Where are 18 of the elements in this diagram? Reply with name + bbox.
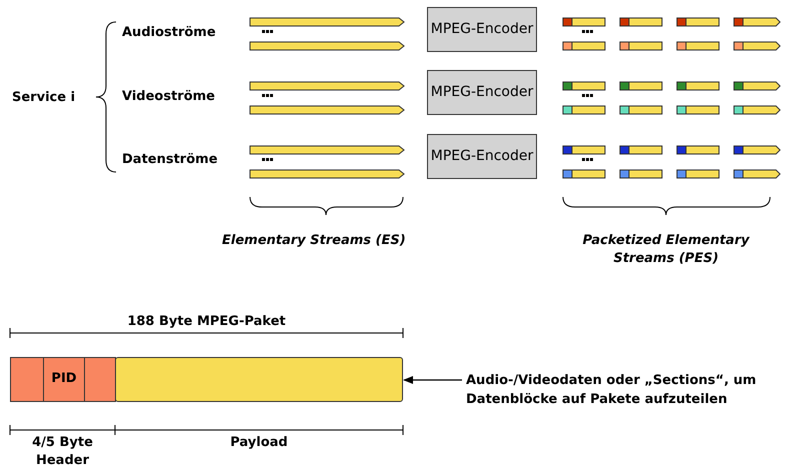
dimension-label: Payload	[229, 434, 289, 452]
dimension-label: 4/5 Byte Header	[31, 434, 94, 470]
dimension-label: 188 Byte MPEG-Paket	[126, 313, 287, 331]
payload-field	[115, 357, 403, 402]
leader-line	[403, 376, 462, 384]
encoder-box: MPEG-Encoder	[427, 70, 537, 115]
pid-field: PID	[43, 357, 85, 402]
service-label: Service i	[12, 89, 76, 107]
caption-label: Packetized Elementary Streams (PES)	[582, 232, 751, 268]
header-field	[84, 357, 116, 402]
stream-label: Videoströme	[122, 88, 215, 106]
encoder-box: MPEG-Encoder	[427, 7, 537, 52]
caption-label: Elementary Streams (ES)	[222, 232, 407, 250]
stream-label: Datenströme	[122, 151, 218, 169]
encoder-box: MPEG-Encoder	[427, 134, 537, 179]
stream-label: Audioströme	[122, 24, 216, 42]
callout-text: Audio-/Videodaten oder „Sections“, um Datenblöcke auf Pakete aufzuteilen	[466, 371, 788, 411]
header-field	[10, 357, 44, 402]
